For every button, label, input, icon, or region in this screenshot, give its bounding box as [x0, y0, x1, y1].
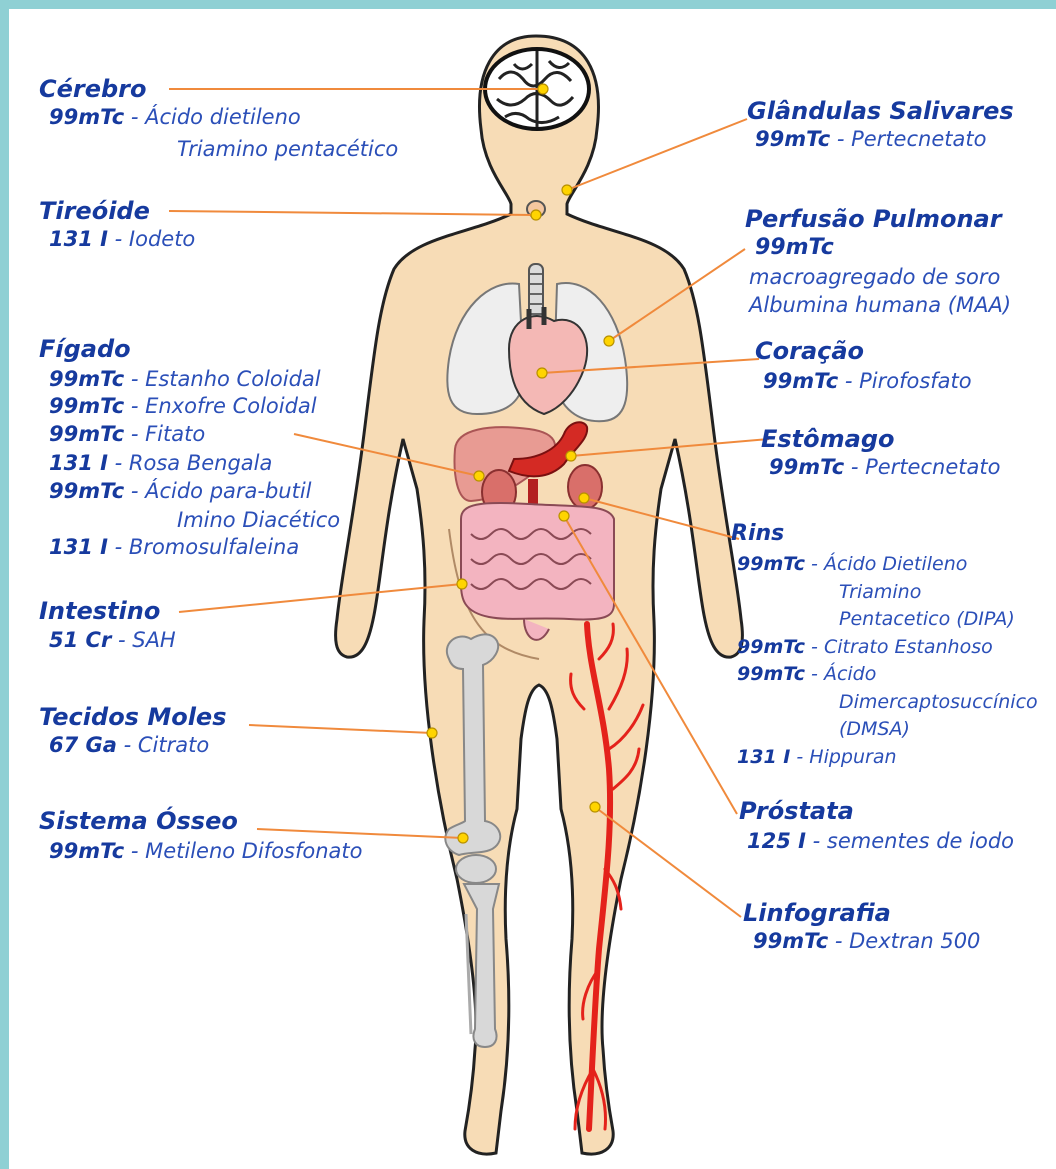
pulmonar-line: 99mTc [755, 237, 834, 259]
osseo-title: Sistema Ósseo [39, 809, 238, 833]
rins-line: (DMSA) [839, 720, 910, 739]
estomago-line: 99mTc - Pertecnetato [769, 457, 1000, 478]
cerebro-line: 99mTc - Ácido dietileno [49, 107, 301, 128]
prostata-line: 125 I - sementes de iodo [747, 831, 1014, 852]
tecidos-line: 67 Ga - Citrato [49, 735, 209, 756]
cerebro-line: Triamino pentacético [177, 139, 398, 160]
prostata-title: Próstata [739, 799, 854, 823]
intestino-title: Intestino [39, 599, 160, 623]
linfografia-title: Linfografia [743, 901, 891, 925]
pulmonar-line: Albumina humana (MAA) [749, 295, 1011, 316]
rins-line: 99mTc - Citrato Estanhoso [737, 638, 993, 657]
figado-line: 131 I - Bromosulfaleina [49, 537, 299, 558]
salivares-line: 99mTc - Pertecnetato [755, 129, 986, 150]
salivares-title: Glândulas Salivares [747, 99, 1014, 123]
figado-line: 99mTc - Estanho Coloidal [49, 369, 321, 390]
pulmonar-title: Perfusão Pulmonar [745, 207, 1002, 231]
tireoide-title: Tireóide [39, 199, 150, 223]
figado-line: 131 I - Rosa Bengala [49, 453, 272, 474]
tireoide-line: 131 I - Iodeto [49, 229, 195, 250]
figado-line: 99mTc - Ácido para-butil [49, 481, 312, 502]
cerebro-title: Cérebro [39, 77, 147, 101]
coracao-title: Coração [755, 339, 864, 363]
figado-title: Fígado [39, 337, 131, 361]
estomago-title: Estômago [761, 427, 895, 451]
tecidos-title: Tecidos Moles [39, 705, 226, 729]
rins-line: 99mTc - Ácido Dietileno [737, 555, 967, 574]
intestino-line: 51 Cr - SAH [49, 630, 176, 651]
linfografia-line: 99mTc - Dextran 500 [753, 931, 980, 952]
diagram-card: Cérebro 99mTc - Ácido dietileno Triamino… [9, 9, 1056, 1169]
figado-line: 99mTc - Fitato [49, 424, 205, 445]
figado-line: 99mTc - Enxofre Coloidal [49, 396, 317, 417]
rins-line: Dimercaptosuccínico [839, 693, 1038, 712]
osseo-line: 99mTc - Metileno Difosfonato [49, 841, 362, 862]
rins-line: Triamino [839, 583, 921, 602]
pulmonar-line: macroagregado de soro [749, 267, 1000, 288]
rins-line: 99mTc - Ácido [737, 665, 876, 684]
rins-line: 131 I - Hippuran [737, 748, 897, 767]
coracao-line: 99mTc - Pirofosfato [763, 371, 972, 392]
rins-line: Pentacetico (DIPA) [839, 610, 1015, 629]
rins-title: Rins [731, 523, 784, 545]
figado-line: Imino Diacético [177, 510, 340, 531]
